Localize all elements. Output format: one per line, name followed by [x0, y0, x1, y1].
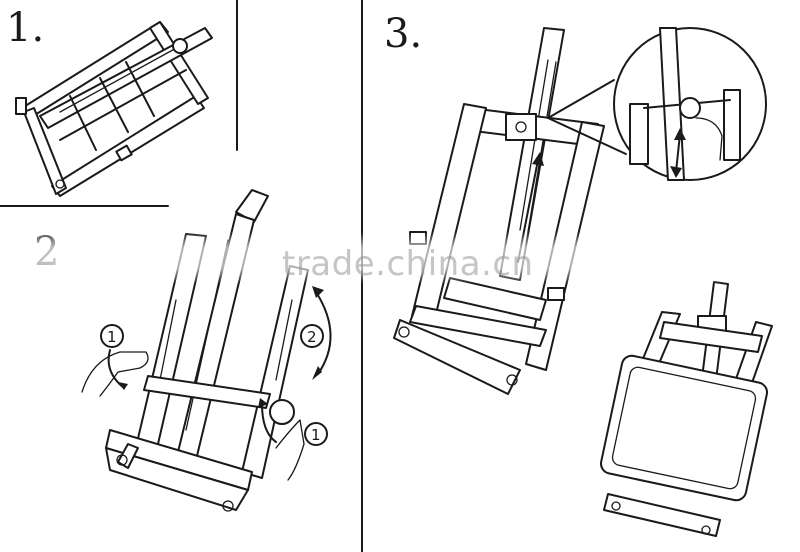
callout-left-knob: 1	[107, 328, 117, 346]
step-number-1: 1.	[6, 5, 45, 51]
callout-circle-right	[304, 422, 328, 446]
watermark: trade.china.cn	[282, 244, 534, 284]
callout-circle-left	[100, 324, 124, 348]
callout-circle-rotate	[300, 324, 324, 348]
callout-rotate: 2	[307, 328, 317, 346]
easel-folded	[15, 21, 213, 197]
easel-with-board	[600, 281, 773, 537]
callout-right-knob: 1	[311, 426, 321, 444]
step-number-3: 3.	[384, 11, 423, 57]
watermark-band	[0, 232, 800, 284]
